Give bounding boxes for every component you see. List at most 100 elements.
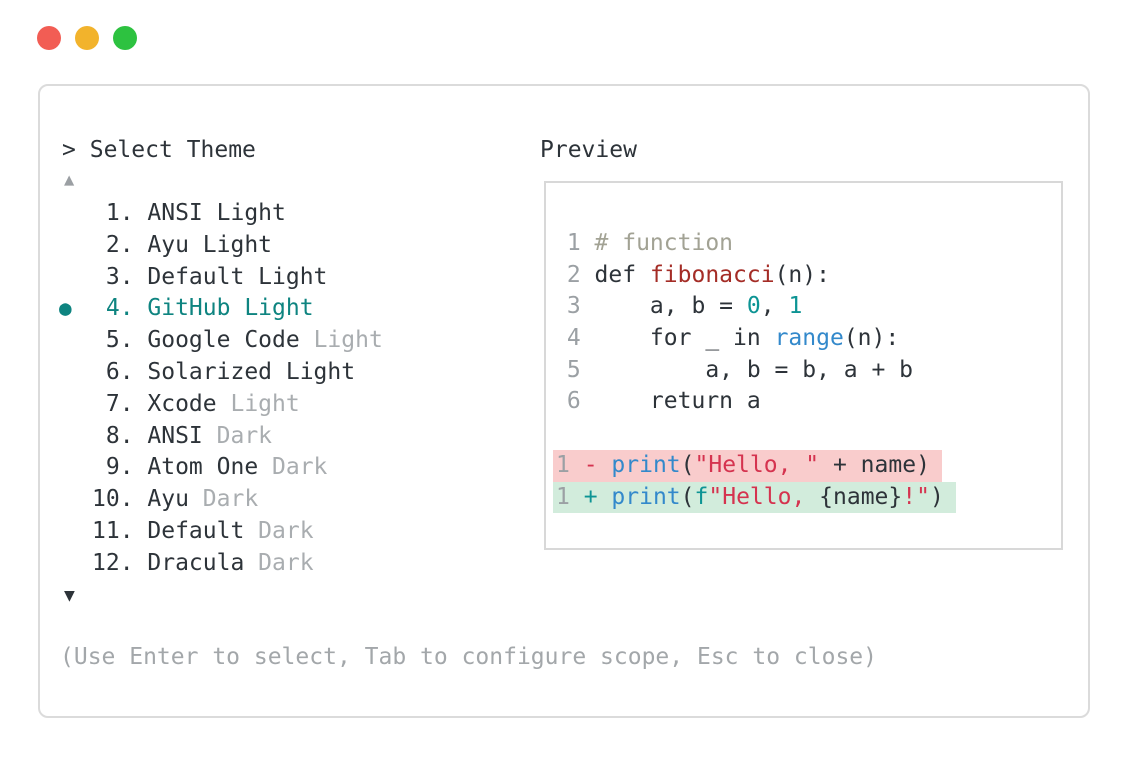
line-number: 4 — [553, 325, 595, 352]
code-line: 5 a, b = b, a + b — [553, 355, 1061, 387]
theme-item-variant-label: Dark — [202, 422, 273, 449]
theme-list-item-google-code[interactable]: 5. Google Code Light — [92, 325, 383, 357]
code-line: 6 return a — [553, 386, 1061, 418]
code-token-builtin: print — [611, 451, 681, 478]
theme-list: 1. ANSI Light 2. Ayu Light 3. Default Li… — [59, 198, 383, 580]
theme-item-variant-label: Light — [299, 327, 383, 354]
theme-list-item-solarized-light[interactable]: 6. Solarized Light — [92, 357, 383, 389]
code-token-builtin: print — [611, 483, 681, 510]
code-token-num: 0 — [746, 293, 761, 320]
theme-item-number: 10. — [92, 486, 148, 513]
code-line-diff-ins: 1 + print(f"Hello, {name}!") — [553, 481, 1061, 514]
code-token-text: a, b = b, a + b — [594, 356, 914, 383]
theme-list-item-ansi[interactable]: 8. ANSI Dark — [92, 421, 383, 453]
theme-item-number: 7. — [92, 390, 148, 417]
code-token-text: (n): — [774, 261, 830, 288]
line-number: 1 — [556, 451, 584, 478]
code-token-text: for _ in — [594, 325, 775, 352]
code-token-text: a, b = — [594, 293, 747, 320]
window-controls — [37, 26, 137, 50]
code-token-string: "Hello, — [708, 483, 820, 510]
code-token-text: (n): — [843, 325, 900, 352]
theme-item-label: ANSI — [147, 422, 203, 449]
theme-item-number: 5. — [92, 327, 148, 354]
theme-item-label: Xcode — [147, 390, 217, 417]
code-token-string: !" — [902, 483, 930, 510]
scroll-up-indicator[interactable]: ▲ — [64, 170, 75, 190]
theme-item-number: 12. — [92, 549, 148, 576]
line-number: 2 — [553, 261, 595, 288]
theme-item-number: 8. — [92, 422, 148, 449]
theme-list-item-ayu-light[interactable]: 2. Ayu Light — [92, 230, 383, 262]
code-line: 3 a, b = 0, 1 — [553, 291, 1061, 323]
code-line: 1 # function — [553, 228, 1061, 260]
line-number: 1 — [553, 230, 595, 256]
code-line: 2 def fibonacci(n): — [553, 260, 1061, 292]
code-line — [553, 418, 1061, 450]
code-token-text: {name} — [819, 483, 903, 510]
page-title: Select Theme — [89, 137, 256, 163]
theme-item-variant-label: Dark — [258, 454, 328, 481]
theme-item-number: 3. — [92, 263, 148, 290]
prompt-line: > Select Theme — [62, 134, 256, 166]
theme-item-label: Ayu — [147, 486, 189, 513]
code-token-text: , — [760, 293, 789, 320]
code-token-del: - — [583, 451, 612, 478]
code-token-text: ( — [680, 451, 695, 478]
code-line: 4 for _ in range(n): — [553, 323, 1061, 355]
close-button[interactable] — [37, 26, 61, 50]
code-token-text: + name) — [819, 451, 930, 478]
theme-item-variant-label: Dark — [244, 549, 314, 576]
selected-bullet-icon: ● — [59, 296, 72, 321]
theme-item-label: Solarized Light — [147, 358, 356, 385]
theme-item-label: Atom One — [147, 454, 259, 481]
theme-item-label: Default Light — [147, 263, 328, 290]
theme-item-number: 2. — [92, 231, 148, 258]
theme-list-item-default-light[interactable]: 3. Default Light — [92, 262, 383, 294]
theme-item-number: 1. — [92, 200, 148, 226]
maximize-button[interactable] — [113, 26, 137, 50]
theme-list-item-atom-one[interactable]: 9. Atom One Dark — [92, 452, 383, 484]
preview-title: Preview — [540, 137, 637, 163]
line-number: 5 — [553, 356, 595, 383]
minimize-button[interactable] — [75, 26, 99, 50]
theme-item-variant-label: Dark — [188, 486, 259, 513]
code-token-text: def — [594, 261, 650, 288]
theme-item-variant-label: Dark — [244, 517, 314, 544]
theme-list-item-ansi-light[interactable]: 1. ANSI Light — [92, 198, 383, 230]
theme-item-number: 4. — [92, 295, 148, 322]
theme-item-variant-label: Light — [216, 390, 300, 417]
code-token-builtin: range — [774, 325, 844, 352]
prompt-char: > — [62, 137, 76, 163]
code-line-diff-del: 1 - print("Hello, " + name) — [553, 449, 1061, 482]
code-token-comment: # function — [594, 230, 734, 256]
code-token-string: "Hello, " — [694, 451, 820, 478]
line-number: 1 — [556, 483, 584, 510]
theme-picker-window: > Select Theme ▲ 1. ANSI Light 2. Ayu Li… — [38, 84, 1090, 718]
code-token-ins: + — [583, 483, 612, 510]
theme-item-number: 11. — [92, 517, 148, 544]
theme-list-item-xcode[interactable]: 7. Xcode Light — [92, 389, 383, 421]
code-token-text: ) — [929, 483, 944, 510]
theme-item-number: 9. — [92, 454, 148, 481]
code-preview: 1 # function 2 def fibonacci(n): 3 a, b … — [546, 183, 1061, 514]
theme-item-label: Dracula — [147, 549, 245, 576]
theme-item-number: 6. — [92, 358, 148, 385]
theme-item-label: Google Code — [147, 327, 300, 354]
theme-list-item-default[interactable]: 11. Default Dark — [92, 516, 383, 548]
theme-item-label: GitHub Light — [147, 295, 314, 322]
line-number: 3 — [553, 293, 595, 320]
code-token-num: 1 — [788, 293, 803, 320]
theme-list-item-dracula[interactable]: 12. Dracula Dark — [92, 548, 383, 580]
help-text: (Use Enter to select, Tab to configure s… — [60, 644, 877, 670]
scroll-down-indicator[interactable]: ▼ — [64, 585, 75, 606]
theme-list-item-ayu[interactable]: 10. Ayu Dark — [92, 484, 383, 516]
line-number: 6 — [553, 388, 595, 415]
code-token-func: fibonacci — [649, 261, 775, 288]
code-token-text: ( — [680, 483, 695, 510]
theme-item-label: ANSI Light — [147, 200, 286, 226]
theme-list-item-github-light[interactable]: ● 4. GitHub Light — [59, 293, 383, 325]
code-token-text: return a — [594, 388, 761, 415]
preview-pane: 1 # function 2 def fibonacci(n): 3 a, b … — [544, 181, 1063, 550]
theme-item-label: Default — [147, 517, 245, 544]
